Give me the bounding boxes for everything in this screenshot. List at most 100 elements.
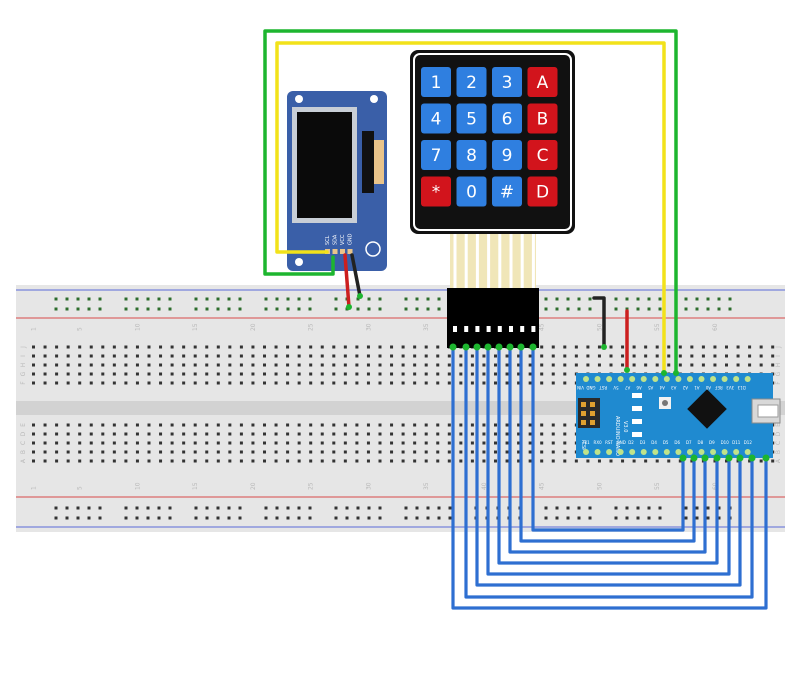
breadboard-hole [563,354,567,358]
breadboard-hole [540,363,544,367]
breadboard-hole [251,441,255,445]
keypad-key [492,140,522,170]
keypad-key-label: B [537,110,549,130]
breadboard-hole [239,372,243,376]
breadboard-hole [297,459,301,463]
breadboard-hole [124,345,128,349]
rail-hole [124,307,128,311]
nano-pin-bottom [675,449,682,455]
column-number-bottom: 30 [365,482,372,490]
breadboard-hole [239,441,243,445]
breadboard-hole [170,381,174,385]
breadboard-hole [528,459,532,463]
oled-logo-icon [365,241,381,257]
breadboard-hole [563,363,567,367]
rail-hole [636,307,640,311]
breadboard-hole [494,354,497,358]
breadboard-hole [159,450,163,454]
breadboard-hole [424,381,428,385]
breadboard-hole [112,432,116,436]
rail-hole [614,297,618,301]
keypad-wire [508,345,707,554]
breadboard-hole [505,432,509,436]
breadboard-hole [667,354,671,358]
breadboard-hole [597,354,601,358]
rail-hole [614,506,618,510]
column-number-top: 45 [539,323,546,331]
oled-pin [340,249,345,254]
nano-pin-top [698,376,705,382]
rail-hole [297,516,301,520]
breadboard-hole [147,441,151,445]
breadboard-hole [343,423,347,427]
breadboard-hole [390,459,394,463]
breadboard-hole [89,381,93,385]
keypad-key [421,176,451,207]
rail-hole [76,516,80,520]
rail-hole [356,307,360,311]
breadboard-hole [159,432,163,436]
breadboard-hole [135,459,139,463]
breadboard-hole [239,354,243,358]
icsp-pin [590,402,595,407]
keypad-wire [519,345,696,543]
breadboard-hole [182,345,186,349]
nano-pin-label: D6 [674,440,680,445]
breadboard-hole [505,372,509,376]
nano-pin-bottom [594,449,601,455]
breadboard-hole [343,354,347,358]
rail-hole [588,506,592,510]
breadboard-hole [112,423,116,427]
breadboard-hole [205,354,209,358]
nano-pin-label: D9 [709,440,715,445]
breadboard-hole [228,354,232,358]
wire-end [601,344,607,350]
connector-pin [464,326,469,332]
breadboard-hole [378,381,382,385]
breadboard-hole [239,345,243,349]
breadboard-hole [43,423,47,427]
rail-hole [135,506,139,510]
nano-pin-label: A7 [624,385,630,390]
breadboard-hole [748,354,752,358]
breadboard-hole [378,432,382,436]
breadboard-hole [574,345,578,349]
nano-pin-bottom [617,449,624,455]
icsp-pin [590,420,595,425]
breadboard-hole [193,450,197,454]
breadboard-hole [424,450,428,454]
breadboard-hole [66,363,70,367]
rail-hole [135,516,139,520]
breadboard-hole [170,372,174,376]
rail-hole [227,516,231,520]
keypad-key [421,103,451,134]
breadboard-hole [505,363,509,367]
breadboard-hole [574,354,578,358]
nano-pin-label: A3 [671,385,677,390]
breadboard-hole [413,459,417,463]
keypad-wire [531,345,685,532]
breadboard-hole [609,459,613,463]
rail-hole [87,506,91,510]
nano-pin-label: D12 [744,440,753,445]
breadboard-hole [366,372,370,376]
keypad-key-label: 0 [466,183,477,203]
breadboard-hole [309,354,313,358]
row-letter: F [20,381,27,385]
breadboard-hole [193,363,197,367]
breadboard-hole [494,450,497,454]
breadboard-hole [459,354,463,358]
breadboard-hole [297,381,301,385]
keypad-key-label: 6 [502,110,513,130]
breadboard-hole [459,441,463,445]
breadboard-hole [228,372,232,376]
rail-hole [227,307,231,311]
breadboard-hole [32,381,35,385]
rail-hole [717,516,721,520]
breadboard-hole [320,381,324,385]
breadboard-hole [343,345,347,349]
breadboard-hole [297,450,301,454]
breadboard-hole [101,450,105,454]
keypad-wire [486,345,731,576]
